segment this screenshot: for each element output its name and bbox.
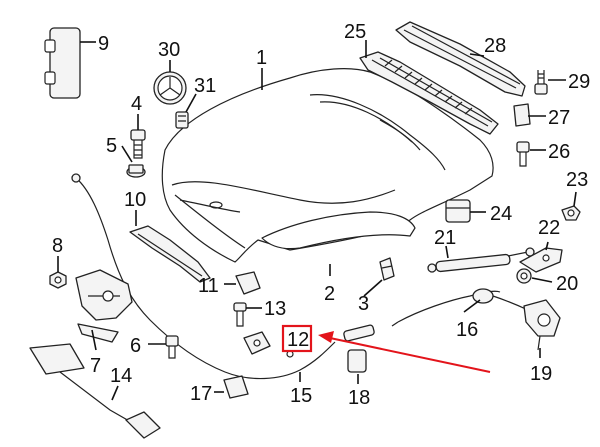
callout-24: 24 — [490, 203, 512, 225]
hood-panel-part — [161, 68, 494, 263]
callout-12: 12 — [287, 329, 309, 351]
highlight-annotation — [281, 324, 491, 373]
emblem-part — [153, 71, 187, 105]
callout-30: 30 — [158, 39, 180, 61]
callout-25: 25 — [344, 21, 366, 43]
seal-strip-part — [395, 21, 526, 97]
callout-labels: 1 2 3 4 5 6 7 8 9 10 11 12 13 14 15 16 1… — [52, 21, 590, 409]
cowl-grille-part — [359, 51, 499, 135]
callout-13: 13 — [264, 298, 286, 320]
guide-pin-part — [379, 257, 395, 281]
callout-6: 6 — [130, 335, 141, 357]
callout-9: 9 — [98, 33, 109, 55]
bumper-stop-part — [44, 27, 81, 99]
clip-27-part — [513, 103, 531, 127]
handle-14-part — [29, 343, 161, 439]
highlight-arrow — [329, 337, 491, 373]
callout-2: 2 — [324, 283, 335, 305]
callout-27: 27 — [548, 107, 570, 129]
grommet-5-part — [126, 164, 146, 178]
cable-clip-12-part — [243, 331, 271, 355]
bolt-4-part — [130, 129, 146, 159]
cable-16-part — [391, 288, 529, 327]
nut-8-part — [49, 271, 67, 289]
callout-26: 26 — [548, 141, 570, 163]
bolt-23-part — [561, 205, 581, 221]
latch-bracket-part — [519, 247, 563, 273]
callout-4: 4 — [131, 93, 142, 115]
lower-panel-part — [261, 211, 416, 250]
release-cable-part — [71, 173, 375, 380]
callout-5: 5 — [106, 135, 117, 157]
hood-seal-part — [129, 225, 211, 283]
clip-11-part — [235, 271, 261, 295]
nut-20-part — [516, 268, 532, 284]
highlight-arrowhead — [318, 331, 334, 343]
callout-17: 17 — [190, 383, 212, 405]
highlight-box — [281, 324, 313, 353]
bolt-26-part — [516, 141, 530, 167]
callout-7: 7 — [90, 355, 101, 377]
callout-3: 3 — [358, 293, 369, 315]
callout-14: 14 — [110, 365, 132, 387]
gas-strut-part — [427, 247, 535, 273]
callout-19: 19 — [530, 363, 552, 385]
callout-20: 20 — [556, 273, 578, 295]
latch-handle-part — [523, 299, 561, 351]
callout-21: 21 — [434, 227, 456, 249]
hood-latch-part — [75, 269, 133, 343]
leader-lines — [57, 40, 577, 401]
callout-18: 18 — [348, 387, 370, 409]
callout-23: 23 — [566, 169, 588, 191]
callout-11: 11 — [198, 275, 219, 297]
callout-31: 31 — [194, 75, 216, 97]
callout-16: 16 — [456, 319, 478, 341]
callout-28: 28 — [484, 35, 506, 57]
bolt-6-part — [165, 335, 179, 359]
bolt-29-part — [534, 70, 548, 95]
screw-13-part — [233, 302, 247, 327]
callout-22: 22 — [538, 217, 560, 239]
clip-17-part — [223, 375, 249, 399]
callout-29: 29 — [568, 71, 590, 93]
callout-1: 1 — [256, 47, 267, 69]
bumper-24-part — [445, 199, 471, 223]
callout-10: 10 — [124, 189, 146, 211]
clip-18-part — [347, 349, 367, 373]
callout-15: 15 — [290, 385, 312, 407]
callout-8: 8 — [52, 235, 63, 257]
clip-31-part — [175, 111, 189, 129]
